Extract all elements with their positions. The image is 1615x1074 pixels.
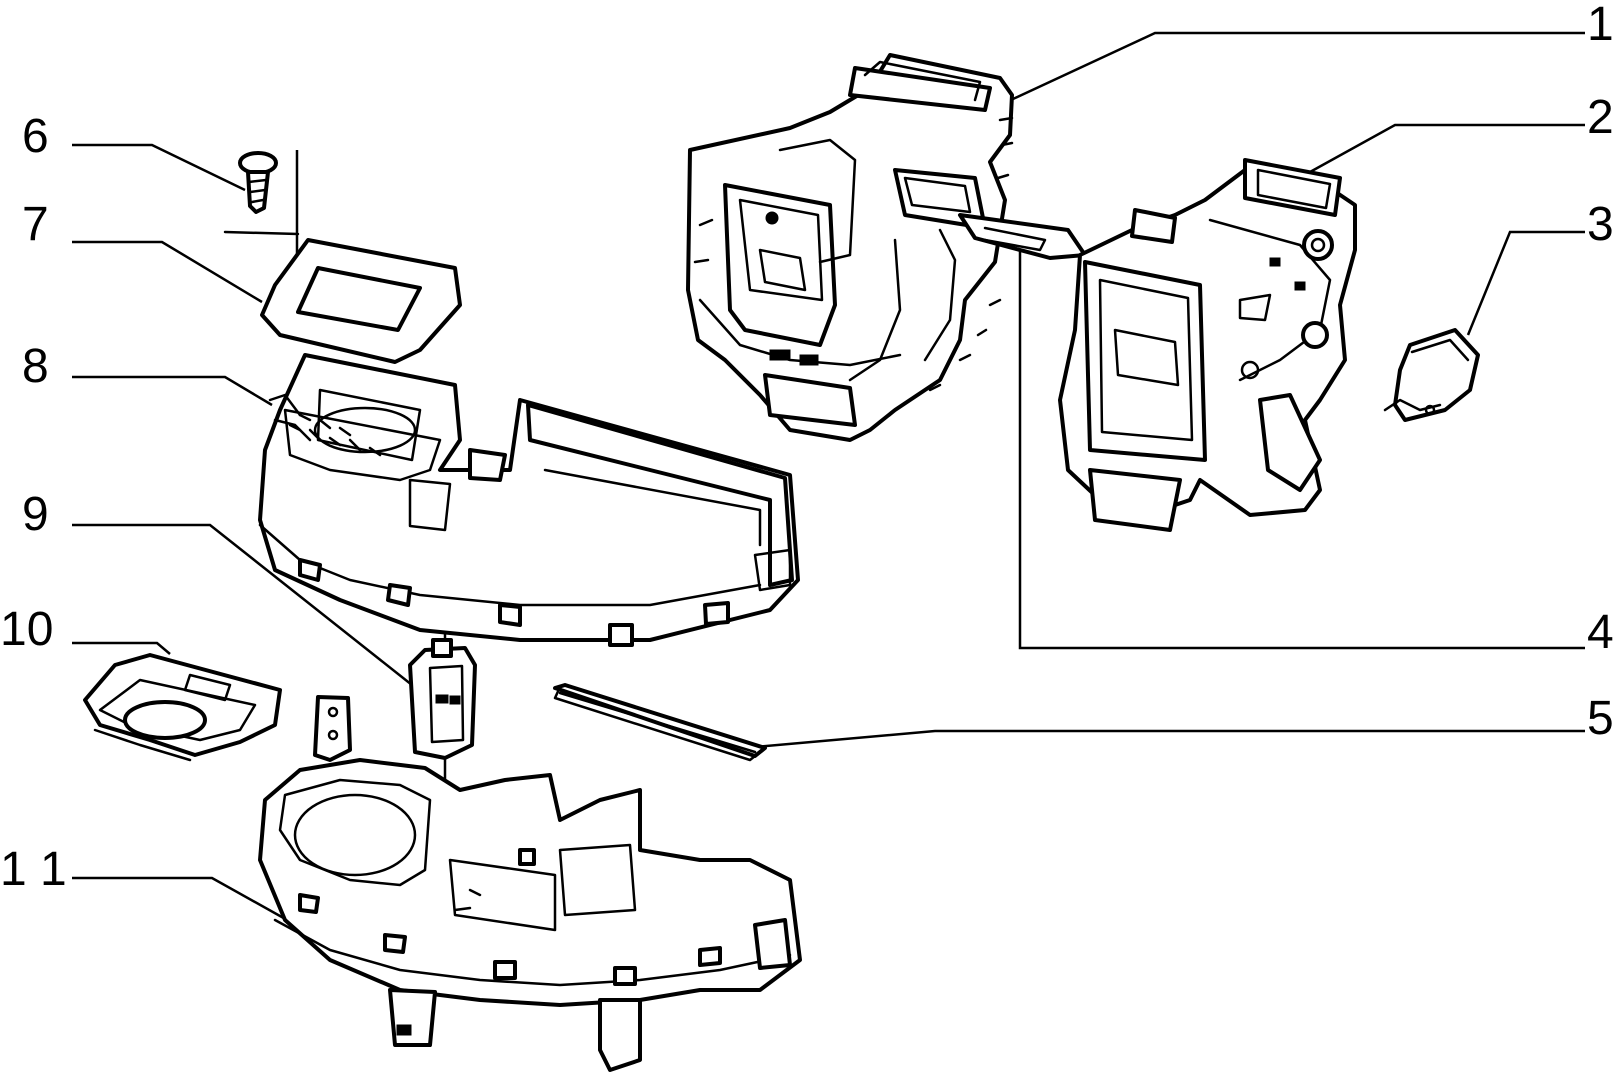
leader-line-5 [754,729,1585,749]
callout-2: 2 [1587,91,1614,144]
callout-5: 5 [1587,692,1614,745]
callout-10: 10 [0,603,53,656]
leader-line-4 [1018,228,1585,650]
inlet-flange-icon [83,653,282,762]
callout-1: 1 [1587,0,1614,51]
leader-line-3 [1466,230,1585,336]
connecting-duct-icon [983,226,1047,252]
leader-line-7 [72,240,263,304]
leader-line-10 [72,641,171,655]
leader-line-11 [72,876,306,932]
blower-housing-lower-icon [258,695,802,1072]
callout-7: 7 [22,198,49,251]
blower-housing-upper-icon [258,353,800,647]
resistor-module-icon [408,638,477,760]
callout-11: 1 1 [0,843,67,896]
sealing-strip-icon [553,683,767,762]
callout-labels: 1 2 3 4 5 6 7 8 9 10 1 1 [0,0,1614,896]
leader-line-9 [72,523,413,686]
leader-line-6 [72,143,246,192]
leader-line-1 [999,31,1585,107]
callout-4: 4 [1587,606,1614,659]
bracket-cover-icon [1383,328,1480,422]
gasket-frame-icon [223,230,462,364]
callout-8: 8 [22,340,49,393]
leader-line-8 [72,375,273,407]
callout-3: 3 [1587,198,1614,251]
callout-6: 6 [22,110,49,163]
heater-housing-upper-icon [686,53,1087,442]
leader-line-2 [1309,123,1585,174]
screw-icon [238,151,278,214]
heater-housing-lower-icon [1058,158,1357,532]
callout-9: 9 [22,488,49,541]
